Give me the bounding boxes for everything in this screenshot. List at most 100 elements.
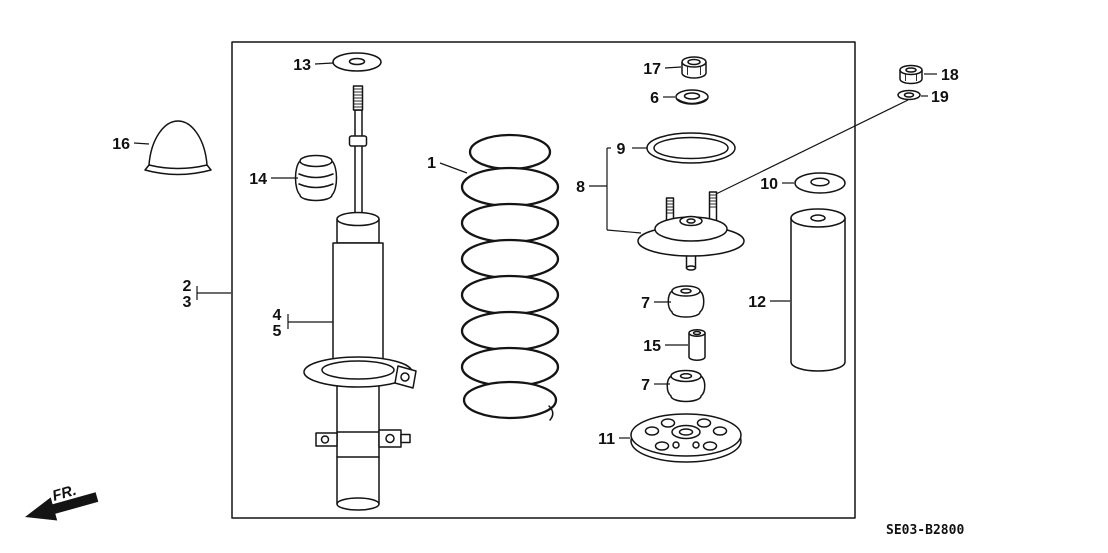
spring-coil-6 <box>460 310 560 352</box>
damper-tube-upper <box>332 242 384 364</box>
washer-outline <box>332 52 382 72</box>
diagram-border-box <box>231 41 856 519</box>
callout-label-11: 11 <box>598 431 615 448</box>
spring-coil-5 <box>460 274 560 316</box>
bump-stop-body <box>294 160 338 202</box>
callout-14: 14 <box>249 171 298 188</box>
part-15-collar-sleeve <box>688 329 706 361</box>
callout-17: 17 <box>643 61 682 78</box>
callout-2-3: 2 3 <box>183 278 231 311</box>
mount-stud-right-threads <box>709 194 717 208</box>
part-9-o-ring <box>646 132 736 164</box>
callout-label-12: 12 <box>748 294 766 311</box>
sleeve-body <box>688 333 706 361</box>
leader-line <box>664 66 682 69</box>
diagram-code: SE03-B2800 <box>886 523 964 538</box>
rubber-body <box>666 375 706 403</box>
spring-coil-7 <box>460 346 560 388</box>
damper-tube-lower <box>336 377 380 505</box>
plate-slot-5 <box>654 441 670 451</box>
clamp-tab-left-hole <box>320 435 330 444</box>
collar-under-edge <box>676 98 708 105</box>
part-6-collar <box>675 89 709 105</box>
callout-label-10: 10 <box>760 176 778 193</box>
gland-cap <box>336 211 380 227</box>
part-16-cap <box>144 120 212 176</box>
callout-12: 12 <box>748 294 790 311</box>
callout-label-1: 1 <box>427 155 436 172</box>
o-ring-inner <box>653 136 729 160</box>
part-7-lower-rubber <box>666 369 706 403</box>
plate-center-hole <box>678 428 694 436</box>
cover-body <box>790 218 846 372</box>
part-1-coil-spring <box>460 133 560 421</box>
spring-coil-2 <box>460 166 560 208</box>
piston-rod <box>354 109 363 221</box>
callout-label-16: 16 <box>112 136 130 153</box>
bracket-bottom-stub <box>606 229 642 234</box>
nut-top-insert <box>687 58 701 66</box>
spring-seat-inner-line <box>321 360 395 380</box>
callout-label-7-upper: 7 <box>641 295 650 312</box>
collar-hole <box>683 92 701 100</box>
plate-slot-6 <box>702 441 718 451</box>
bump-stop-rib-1 <box>298 173 334 179</box>
callout-7-lower: 7 <box>641 377 670 394</box>
part-8-mounting-base <box>637 191 745 271</box>
washer-outline <box>897 89 921 101</box>
part-12-dust-cover <box>790 208 846 372</box>
callout-label-13: 13 <box>293 57 311 74</box>
nut-top <box>899 64 923 76</box>
callout-label-3: 3 <box>183 294 192 311</box>
rubber-top <box>670 369 702 383</box>
spring-coil-3 <box>460 202 560 244</box>
leader-line <box>133 142 150 145</box>
washer-outline <box>794 172 846 194</box>
mount-center-hole <box>686 218 696 224</box>
sleeve-hole <box>692 330 702 336</box>
callout-label-5: 5 <box>273 323 282 340</box>
callout-label-15: 15 <box>643 338 661 355</box>
bump-stop-top <box>299 154 333 168</box>
callout-13: 13 <box>293 57 334 74</box>
part-11-spring-mount-plate <box>630 413 742 463</box>
callout-label-6: 6 <box>650 90 659 107</box>
cover-top-hole <box>810 214 826 222</box>
mount-stub-end <box>685 265 697 271</box>
rubber-hole <box>680 288 692 294</box>
rubber-top <box>671 285 701 297</box>
clamp-tab-right-hole <box>385 433 395 444</box>
seat-bracket-tab <box>394 365 417 389</box>
callout-label-17: 17 <box>643 61 661 78</box>
callout-label-7-lower: 7 <box>641 377 650 394</box>
washer-hole <box>903 92 915 98</box>
part-14-bump-stop <box>294 154 338 202</box>
assembly-line-nut-to-stud <box>715 99 909 195</box>
callout-6: 6 <box>650 90 675 107</box>
callout-10: 10 <box>760 176 794 193</box>
part-2-3-shock-absorber-strut <box>303 85 417 511</box>
part-7-upper-rubber <box>667 285 705 318</box>
callout-label-2: 2 <box>183 278 192 295</box>
plate-slot-4 <box>712 426 728 436</box>
callout-19: 19 <box>921 89 949 106</box>
part-18-nut <box>899 64 923 85</box>
fr-arrow-icon <box>25 492 99 521</box>
fr-direction-indicator: FR. <box>25 482 99 521</box>
washer-hole <box>348 57 366 66</box>
sleeve-top <box>688 329 706 337</box>
callout-15: 15 <box>643 338 688 355</box>
seat-bracket-hole <box>400 372 410 382</box>
fr-label: FR. <box>50 482 78 505</box>
callout-16: 16 <box>112 136 150 153</box>
rubber-body <box>667 290 705 318</box>
mount-center-boss <box>679 215 703 227</box>
spring-coil-1 <box>468 133 552 171</box>
tube-bottom-end <box>336 497 380 511</box>
callout-label-8: 8 <box>576 179 585 196</box>
callout-7-upper: 7 <box>641 295 671 312</box>
plate-screw-2 <box>692 441 700 449</box>
cover-top <box>790 208 846 228</box>
